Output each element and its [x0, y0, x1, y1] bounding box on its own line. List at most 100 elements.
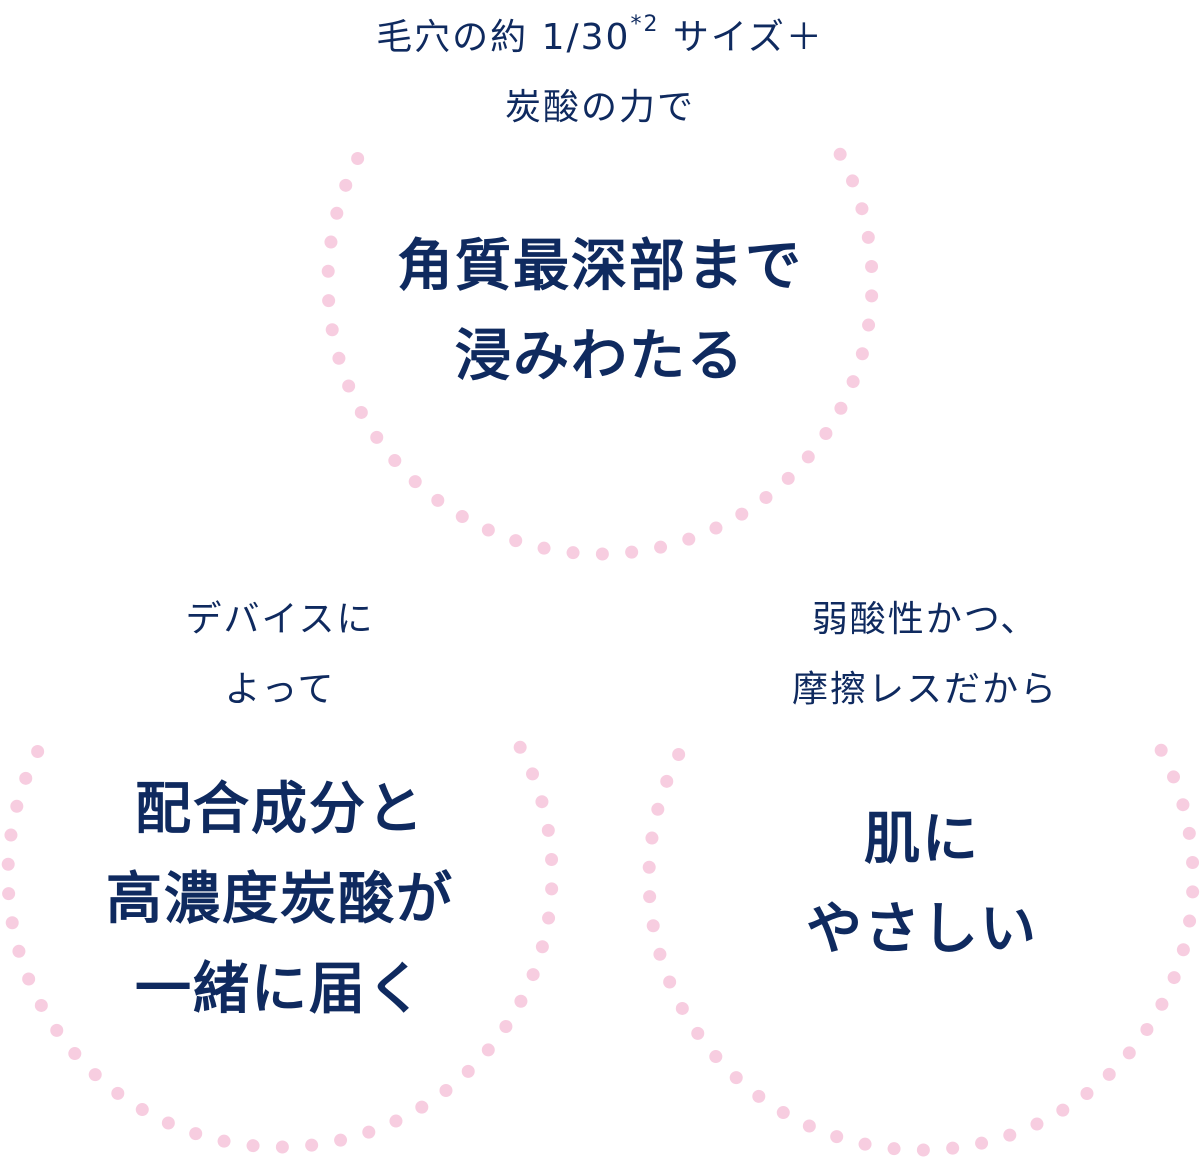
decorative-dot: [819, 426, 833, 440]
decorative-dot: [509, 534, 523, 548]
decorative-dot: [362, 1125, 376, 1139]
decorative-dot: [68, 1047, 82, 1061]
decorative-dot: [865, 260, 879, 274]
decorative-dot: [1176, 798, 1190, 812]
decorative-dot: [855, 202, 869, 216]
decorative-dot: [709, 1050, 723, 1064]
decorative-dot: [135, 1103, 149, 1117]
decorative-dot: [801, 450, 815, 464]
decorative-dot: [324, 235, 338, 249]
decorative-dot: [858, 1137, 872, 1151]
decorative-dot: [275, 1140, 289, 1154]
decorative-dot: [342, 379, 356, 393]
decorative-dot: [351, 152, 365, 166]
decorative-dot: [566, 546, 580, 560]
decorative-dot: [330, 206, 344, 220]
decorative-dot: [1102, 1067, 1116, 1081]
decorative-dot: [246, 1139, 260, 1153]
decorative-dot: [675, 1001, 689, 1015]
decorative-dot: [481, 523, 495, 537]
decorative-dot: [408, 475, 422, 489]
decorative-dot: [34, 998, 48, 1012]
decorative-dot: [461, 1064, 475, 1078]
decorative-dot: [802, 1119, 816, 1133]
decorative-dot: [946, 1141, 960, 1155]
decorative-dot: [682, 532, 696, 546]
decorative-dot: [31, 745, 45, 759]
decorative-dot: [431, 493, 445, 507]
decorative-dot: [535, 940, 549, 954]
decorative-dot: [691, 1026, 705, 1040]
decorative-dot: [4, 828, 18, 842]
decorative-dot: [12, 944, 26, 958]
decorative-dot: [415, 1100, 429, 1114]
decorative-dot: [651, 802, 665, 816]
decorative-dot: [305, 1138, 319, 1152]
decorative-dot: [834, 401, 848, 415]
decorative-dot: [50, 1023, 64, 1037]
decorative-dot: [625, 545, 639, 559]
benefit-1-title: 角質最深部まで 浸みわたる: [397, 234, 803, 389]
decorative-dot: [111, 1086, 125, 1100]
decorative-dot: [1154, 743, 1168, 757]
decorative-dot: [439, 1083, 453, 1097]
decorative-dot: [855, 347, 869, 361]
decorative-dot: [663, 975, 677, 989]
decorative-dot: [513, 740, 527, 754]
decorative-dot: [354, 405, 368, 419]
decorative-dot: [325, 323, 339, 337]
decorative-dot: [645, 831, 659, 845]
decorative-dot: [1186, 885, 1200, 899]
decorative-dot: [526, 767, 540, 781]
decorative-dot: [887, 1142, 901, 1156]
decorative-dot: [975, 1136, 989, 1150]
decorative-dot: [161, 1116, 175, 1130]
decorative-dot: [729, 1071, 743, 1085]
decorative-dot: [846, 375, 860, 389]
decorative-dot: [542, 911, 556, 925]
decorative-dot: [660, 774, 674, 788]
benefit-2-title: 配合成分と 高濃度炭酸が 一緒に届く: [106, 777, 454, 1022]
decorative-dot: [535, 795, 549, 809]
decorative-dot: [1140, 1022, 1154, 1036]
decorative-dot: [499, 1019, 513, 1033]
decorative-dot: [481, 1043, 495, 1057]
decorative-dot: [776, 1106, 790, 1120]
decorative-dot: [1183, 914, 1197, 928]
benefit-3-title: 肌に やさしい: [806, 807, 1038, 962]
decorative-dot: [846, 174, 860, 188]
decorative-dot: [595, 547, 609, 561]
decorative-dot: [545, 882, 559, 896]
decorative-dot: [334, 1133, 348, 1147]
decorative-dot: [654, 540, 668, 554]
decorative-dot: [541, 823, 555, 837]
decorative-dot: [1080, 1086, 1094, 1100]
decorative-dot: [1, 857, 15, 871]
decorative-dot: [709, 521, 723, 535]
decorative-dot: [388, 454, 402, 468]
decorative-dot: [642, 860, 656, 874]
decorative-dot: [735, 507, 749, 521]
decorative-dot: [1182, 826, 1196, 840]
decorative-dot: [862, 318, 876, 332]
decorative-dot: [5, 916, 19, 930]
decorative-dot: [781, 471, 795, 485]
decorative-dot: [759, 490, 773, 504]
decorative-dot: [653, 947, 667, 961]
decorative-dot: [1003, 1128, 1017, 1142]
decorative-dot: [1030, 1117, 1044, 1131]
benefit-2-caption: デバイスに よって: [185, 599, 375, 710]
decorative-dot: [830, 1130, 844, 1144]
decorative-dot: [19, 771, 33, 785]
decorative-dot: [389, 1114, 403, 1128]
decorative-dot: [1056, 1103, 1070, 1117]
decorative-dot: [1122, 1046, 1136, 1060]
decorative-dot: [752, 1089, 766, 1103]
decorative-dot: [1167, 770, 1181, 784]
decorative-dot: [643, 890, 657, 904]
decorative-dot: [526, 968, 540, 982]
decorative-dot: [545, 853, 559, 867]
decorative-dot: [10, 799, 24, 813]
decorative-dot: [833, 147, 847, 161]
